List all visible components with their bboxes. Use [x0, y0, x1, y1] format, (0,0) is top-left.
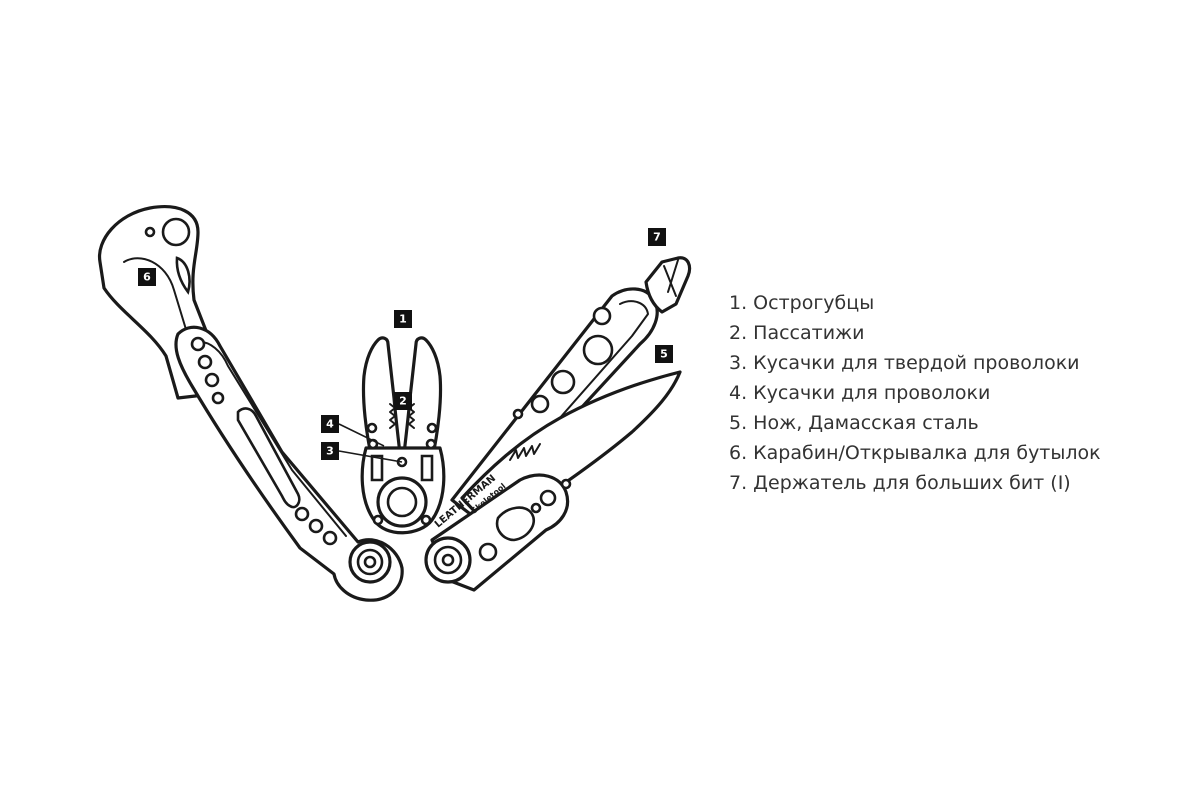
leader-lines	[338, 423, 403, 463]
legend-item-3: 3. Кусачки для твердой проволоки	[729, 352, 1080, 374]
callout-4: 4	[321, 415, 339, 433]
callout-1: 1	[394, 310, 412, 328]
wire-cutter-right	[420, 454, 434, 482]
svg-text:7: 7	[653, 231, 661, 244]
pliers	[360, 336, 446, 535]
carabiner-large-hole	[161, 217, 191, 247]
callout-2: 2	[394, 392, 412, 410]
callout-3: 3	[321, 442, 339, 460]
svg-text:5: 5	[660, 348, 668, 361]
legend-item-1: 1. Острогубцы	[729, 292, 875, 314]
svg-text:6: 6	[143, 271, 151, 284]
knife: LEATHERMAN Skeletool	[424, 370, 682, 592]
legend-item-5: 5. Нож, Дамасская сталь	[729, 412, 979, 434]
carabiner-small-hole	[144, 226, 156, 238]
svg-text:1: 1	[399, 313, 407, 326]
legend-item-4: 4. Кусачки для проволоки	[729, 382, 991, 404]
screwdriver-bit	[644, 256, 692, 314]
callout-7: 7	[648, 228, 666, 246]
svg-text:3: 3	[326, 445, 334, 458]
knife-serration	[509, 443, 541, 461]
svg-text:4: 4	[326, 418, 334, 431]
legend-item-6: 6. Карабин/Открывалка для бутылок	[729, 442, 1101, 464]
legend-item-2: 2. Пассатижи	[729, 322, 865, 344]
legend-item-7: 7. Держатель для больших бит (I)	[729, 472, 1071, 494]
knife-thumb-slot	[495, 506, 535, 542]
left-handle	[97, 205, 404, 602]
left-handle-slot	[236, 407, 301, 509]
callout-5: 5	[655, 345, 673, 363]
svg-text:2: 2	[399, 395, 407, 408]
wire-cutter-left	[370, 454, 384, 482]
legend-list: 1. Острогубцы 2. Пассатижи 3. Кусачки дл…	[729, 288, 1101, 498]
callout-6: 6	[138, 268, 156, 286]
